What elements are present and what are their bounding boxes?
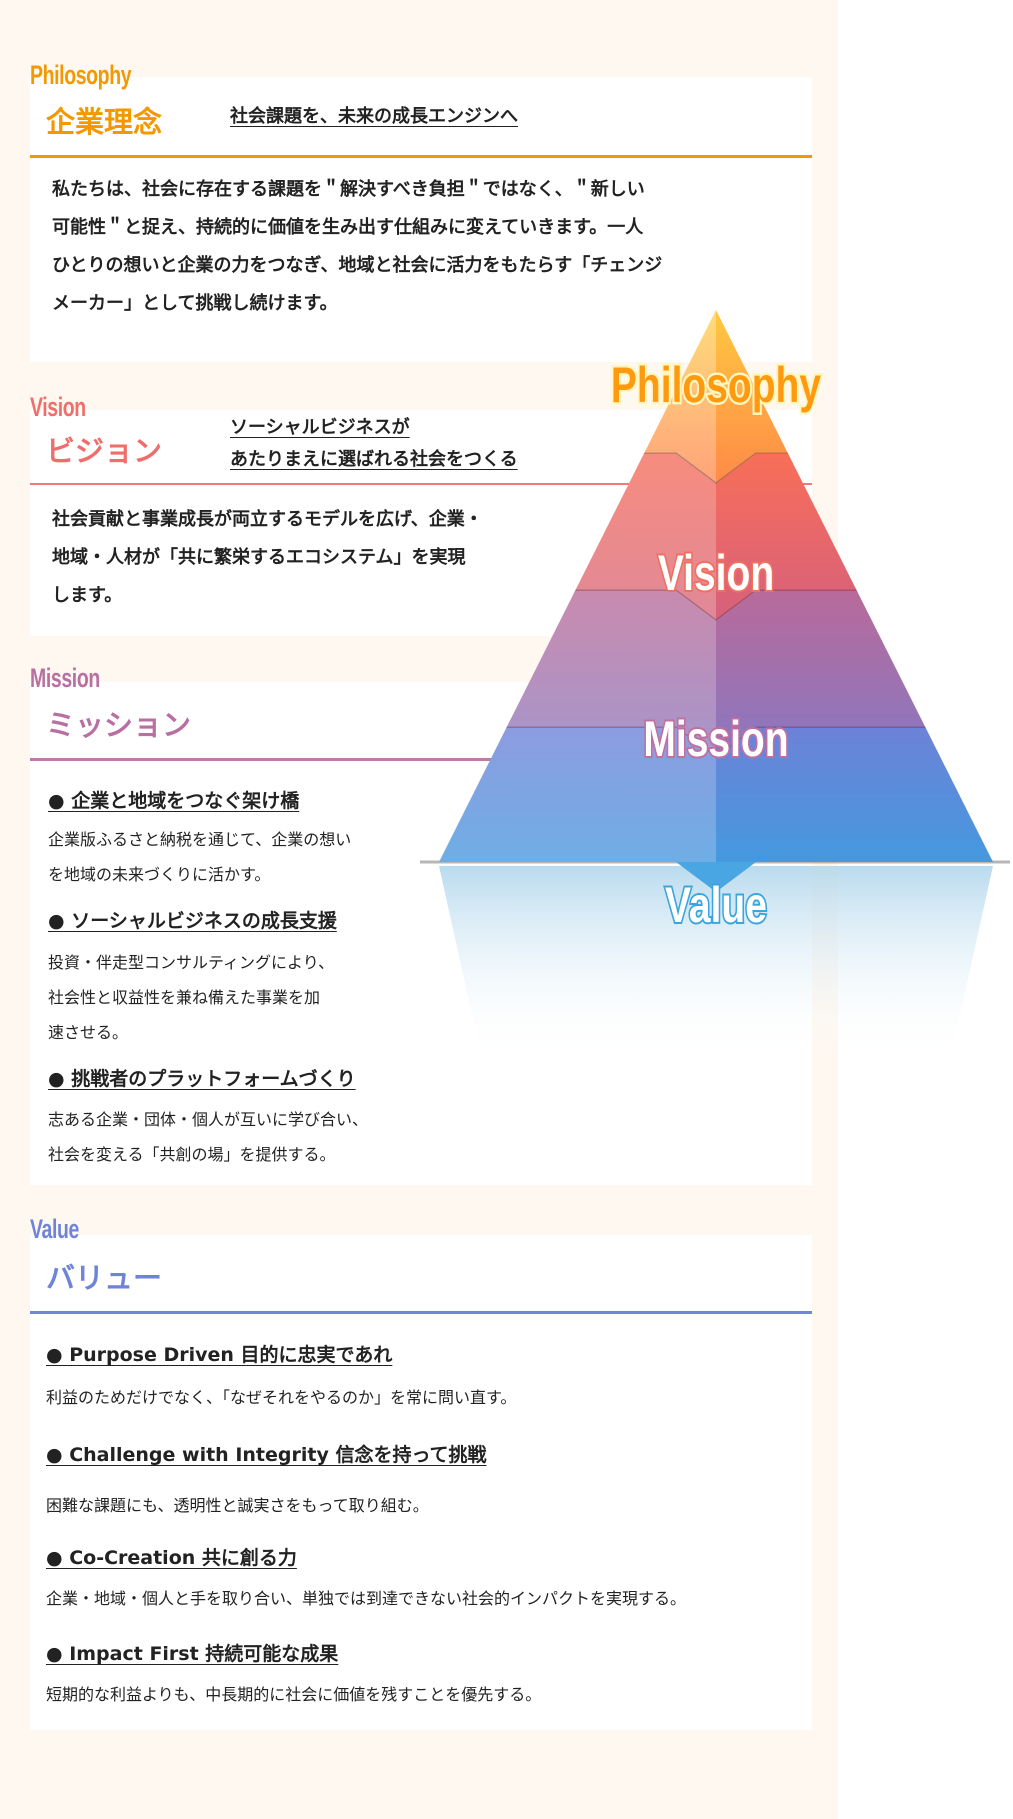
vision-label: Vision <box>30 392 86 422</box>
body-line: メーカー」として挑戦し続けます。 <box>52 293 338 314</box>
philosophy-label: Philosophy <box>30 60 132 90</box>
value-title: バリュー <box>46 1261 163 1295</box>
pyramid-band-philosophy <box>439 310 716 484</box>
mission-title: ミッション <box>46 708 192 742</box>
philosophy-card: 企業理念 社会課題を、未来の成長エンジンへ 私たちは、社会に存在する課題を＂解決… <box>30 77 812 362</box>
vision-title: ビジョン <box>46 434 163 468</box>
vision-divider <box>30 483 812 485</box>
philosophy-body: 私たちは、社会に存在する課題を＂解決すべき負担＂ではなく、＂新しい 可能性＂と捉… <box>52 171 662 323</box>
pyramid-reflection <box>439 866 993 1060</box>
body-line: します。 <box>52 585 123 606</box>
philosophy-title: 企業理念 <box>46 105 163 139</box>
value-label: Value <box>30 1214 79 1244</box>
mission-divider <box>30 758 812 761</box>
body-line: 地域・人材が「共に繁栄するエコシステム」を実現 <box>52 547 466 568</box>
philosophy-divider <box>30 155 812 158</box>
vision-subtitle: ソーシャルビジネスが あたりまえに選ばれる社会をつくる <box>230 412 518 476</box>
value-item-body: 短期的な利益よりも、中長期的に社会に価値を残すことを優先する。 <box>46 1685 542 1704</box>
pyramid-band-philosophy <box>716 310 993 484</box>
pyramid-label-philosophy: Philosophy <box>611 356 821 413</box>
mission-item-body: 企業版ふるさと納税を通じて、企業の想いを地域の未来づくりに活かす。 <box>48 830 352 884</box>
pyramid-band-mission <box>716 591 993 758</box>
body-line: 私たちは、社会に存在する課題を＂解決すべき負担＂ではなく、＂新しい <box>52 179 645 200</box>
vision-body: 社会貢献と事業成長が両立するモデルを広げ、企業・ 地域・人材が「共に繁栄するエコ… <box>52 501 483 615</box>
pyramid-bottom-notch <box>676 862 756 892</box>
value-item-heading: ● Purpose Driven 目的に忠実であれ <box>46 1344 393 1366</box>
pyramid-divider <box>439 452 993 486</box>
value-item-heading: ● Challenge with Integrity 信念を持って挑戦 <box>46 1444 487 1466</box>
subtitle-line: ソーシャルビジネスが <box>230 417 410 438</box>
pyramid-band-value <box>716 728 993 862</box>
value-item-body: 企業・地域・個人と手を取り合い、単独では到達できない社会的インパクトを実現する。 <box>46 1589 687 1608</box>
pyramid-band-value <box>439 728 716 862</box>
mission-item-body: 志ある企業・団体・個人が互いに学び合い、社会を変える「共創の場」を提供する。 <box>48 1110 369 1164</box>
philosophy-subtitle: 社会課題を、未来の成長エンジンへ <box>230 106 518 127</box>
value-item-body: 利益のためだけでなく、「なぜそれをやるのか」を常に問い直す。 <box>46 1388 517 1407</box>
body-line: 可能性＂と捉え、持続的に価値を生み出す仕組みに変えていきます。一人 <box>52 217 644 238</box>
mission-item-body: 投資・伴走型コンサルティングにより、社会性と収益性を兼ね備えた事業を加速させる。 <box>48 953 335 1042</box>
value-item-heading: ● Impact First 持続可能な成果 <box>46 1643 339 1665</box>
value-divider <box>30 1311 812 1314</box>
mission-label: Mission <box>30 663 100 693</box>
subtitle-line: あたりまえに選ばれる社会をつくる <box>230 449 518 470</box>
body-line: 社会貢献と事業成長が両立するモデルを広げ、企業・ <box>52 509 483 530</box>
mission-item-heading: ● ソーシャルビジネスの成長支援 <box>48 910 337 932</box>
pyramid-band-vision <box>716 454 993 621</box>
mission-item-heading: ● 企業と地域をつなぐ架け橋 <box>48 790 300 812</box>
mission-item-heading: ● 挑戦者のプラットフォームづくり <box>48 1068 356 1090</box>
value-item-body: 困難な課題にも、透明性と誠実さをもって取り組む。 <box>46 1496 429 1515</box>
pyramid-band-vision <box>439 454 716 621</box>
pyramid-label-vision: Vision <box>658 544 774 601</box>
pyramid-label-mission: Mission <box>643 710 788 767</box>
pyramid-label-value: Value <box>665 876 767 933</box>
body-line: ひとりの想いと企業の力をつなぎ、地域と社会に活力をもたらす「チェンジ <box>52 255 663 276</box>
value-card: バリュー ● Purpose Driven 目的に忠実であれ 利益のためだけでな… <box>30 1235 812 1730</box>
value-item-heading: ● Co-Creation 共に創る力 <box>46 1547 297 1569</box>
